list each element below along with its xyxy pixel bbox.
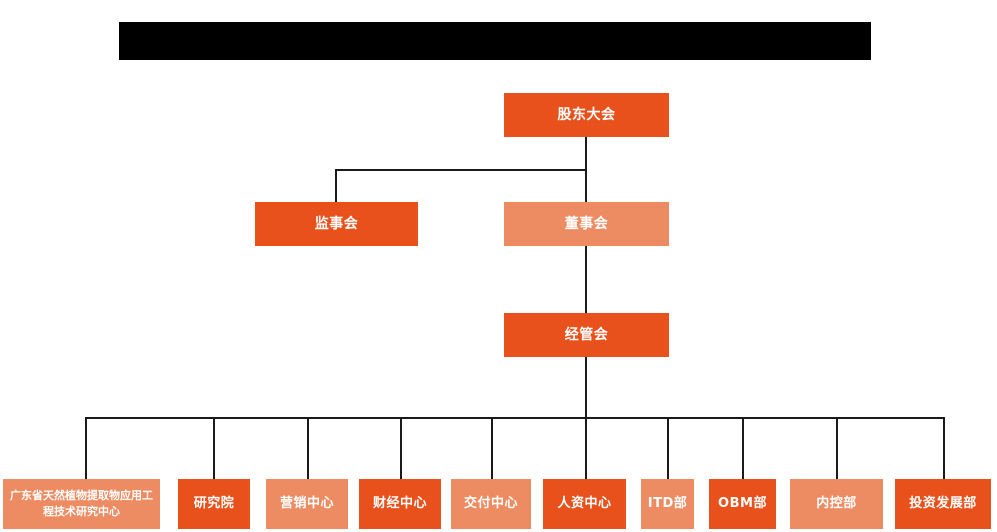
- connector-directors-drop: [585, 169, 587, 202]
- connector-drop-internal-control-department: [836, 417, 838, 479]
- connector-drop-finance-center: [400, 417, 402, 479]
- node-hr-center[interactable]: 人资中心: [543, 479, 626, 529]
- connector-shareholders-vertical: [585, 137, 587, 170]
- connector-drop-obm-department: [742, 417, 744, 479]
- connector-management-to-bus: [585, 357, 587, 422]
- node-itd-department[interactable]: ITD部: [641, 479, 694, 529]
- connector-level2-horizontal: [335, 169, 586, 171]
- connector-drop-hr-center: [585, 417, 587, 479]
- node-internal-control-department[interactable]: 内控部: [790, 479, 883, 529]
- node-finance-center[interactable]: 财经中心: [359, 479, 441, 529]
- connector-drop-marketing-center: [307, 417, 309, 479]
- node-marketing-center[interactable]: 营销中心: [266, 479, 348, 529]
- connector-drop-investment-development-department: [943, 417, 945, 479]
- node-research-institute[interactable]: 研究院: [178, 479, 250, 529]
- node-board-of-supervisors[interactable]: 监事会: [255, 202, 418, 246]
- redacted-title-bar: [119, 22, 871, 60]
- connector-drop-research-institute: [213, 417, 215, 479]
- connector-department-bus: [85, 417, 945, 419]
- connector-drop-delivery-center: [491, 417, 493, 479]
- node-management-committee[interactable]: 经管会: [504, 313, 669, 357]
- connector-supervisors-drop: [335, 169, 337, 202]
- node-board-of-directors[interactable]: 董事会: [504, 202, 669, 246]
- node-shareholders-meeting[interactable]: 股东大会: [504, 93, 669, 137]
- node-guangdong-research-center[interactable]: 广东省天然植物提取物应用工程技术研究中心: [3, 479, 160, 529]
- connector-drop-itd-department: [667, 417, 669, 479]
- connector-directors-to-management: [585, 246, 587, 313]
- node-delivery-center[interactable]: 交付中心: [451, 479, 531, 529]
- connector-drop-guangdong-research-center: [85, 417, 87, 479]
- node-obm-department[interactable]: OBM部: [709, 479, 776, 529]
- node-investment-development-department[interactable]: 投资发展部: [895, 479, 991, 529]
